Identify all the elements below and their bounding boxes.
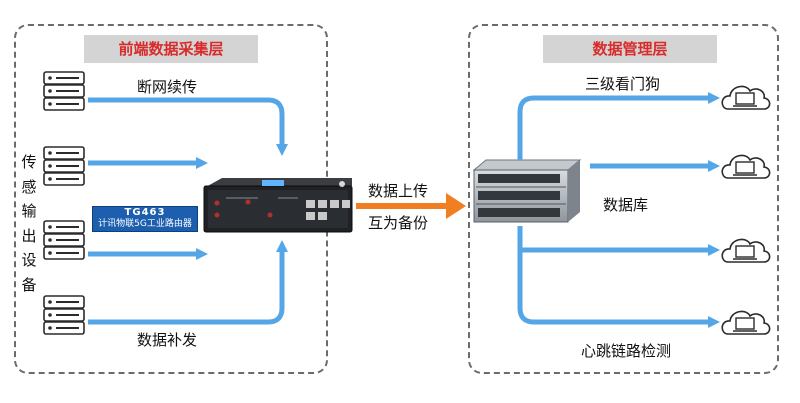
label-database: 数据库: [603, 196, 649, 214]
arrow-heartbeat: [517, 226, 720, 328]
mgmt-panel: [468, 24, 779, 374]
arrow-watchdog: [517, 92, 720, 160]
label-backup: 互为备份: [368, 214, 429, 232]
sensor-label: 传 感 输 出 设 备: [20, 150, 38, 297]
sensor-char-2: 感: [21, 177, 37, 196]
server-stack-1-icon: [43, 71, 85, 111]
sensor-char-1: 传: [21, 153, 37, 171]
sensor-char-3: 输: [21, 202, 37, 220]
router-badge: TG463 计讯物联5G工业路由器: [92, 206, 198, 232]
label-upload: 数据上传: [368, 182, 429, 200]
sensor-char-4: 出: [21, 226, 37, 245]
router-device-icon: [203, 178, 353, 233]
sensor-char-5: 设: [21, 251, 37, 269]
server-stack-2-icon: [43, 146, 85, 186]
arrow-resume: [88, 97, 288, 156]
arrow-supplement: [88, 240, 288, 325]
cloud-laptop-icon-3: [721, 238, 771, 263]
label-resume: 断网续传: [137, 78, 198, 96]
cloud-laptop-icon-2: [721, 154, 771, 179]
arrow-upload: [356, 193, 466, 219]
router-model: TG463: [124, 207, 166, 218]
cloud-laptop-icon-1: [721, 85, 771, 110]
label-heartbeat: 心跳链路检测: [581, 342, 672, 360]
label-watchdog: 三级看门狗: [585, 75, 661, 93]
router-name: 计讯物联5G工业路由器: [98, 219, 192, 229]
server-stack-3-icon: [43, 220, 85, 260]
mgmt-panel-title: 数据管理层: [543, 35, 717, 63]
rack-server-icon: [472, 159, 582, 223]
label-supplement: 数据补发: [137, 331, 198, 349]
cloud-laptop-icon-4: [721, 310, 771, 335]
front-panel-title: 前端数据采集层: [84, 35, 258, 63]
server-stack-4-icon: [43, 295, 85, 335]
sensor-char-6: 备: [21, 275, 37, 294]
